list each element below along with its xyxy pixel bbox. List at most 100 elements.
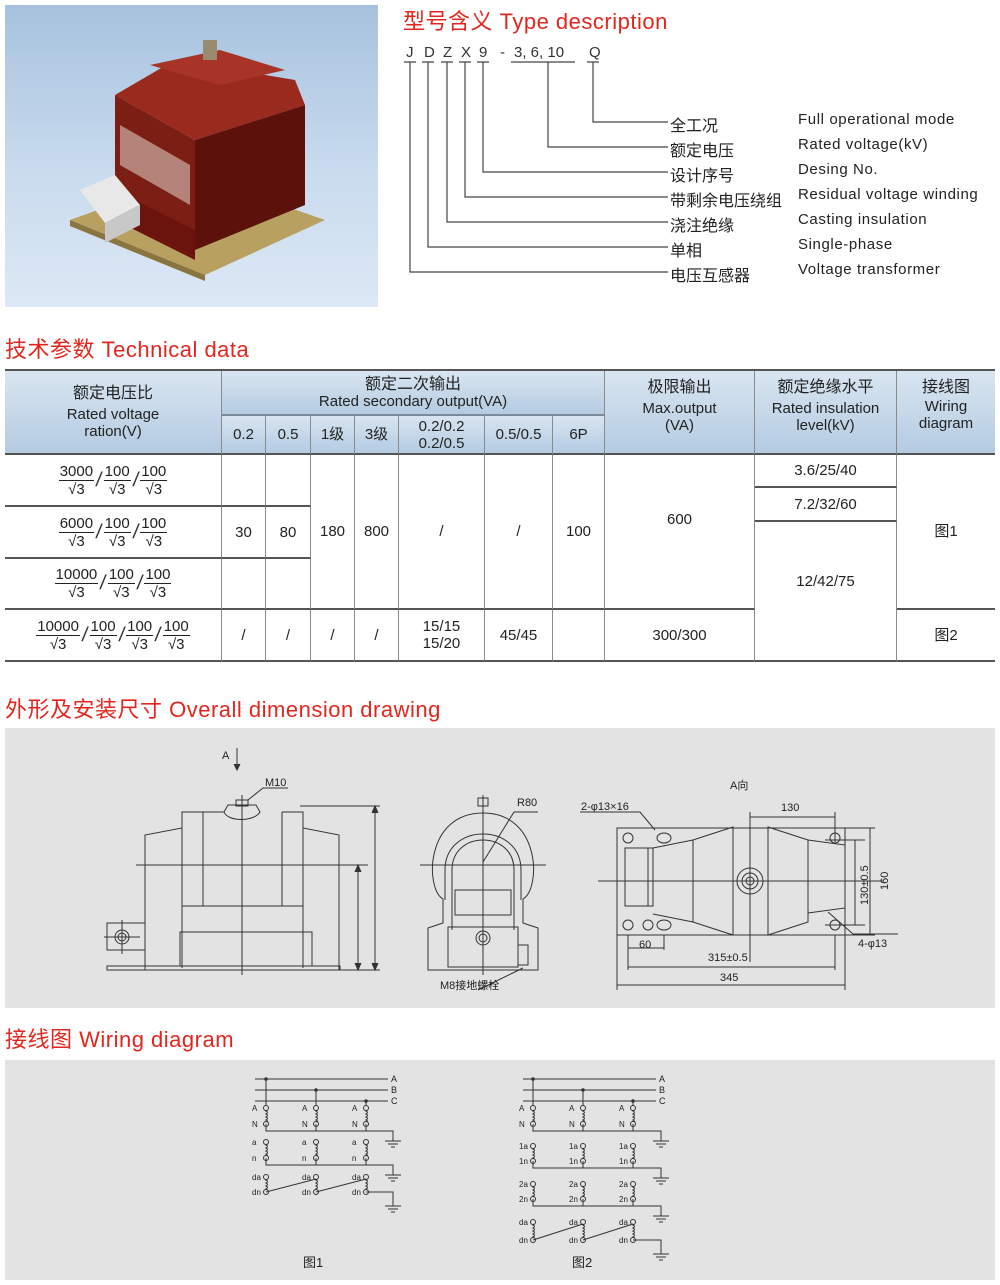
terminal-label: 1a <box>569 1142 578 1151</box>
neutral-line <box>265 1158 394 1169</box>
label-dim-345: 345 <box>720 972 738 984</box>
header-en: Wiring <box>924 398 968 415</box>
numerator: 3000 <box>58 462 95 481</box>
junction-dot <box>314 1088 318 1092</box>
wiring-heading: 接线图 Wiring diagram <box>5 1027 235 1052</box>
terminal-label: A <box>252 1104 258 1113</box>
terminal <box>263 1139 269 1145</box>
terminal-label: 2n <box>519 1195 528 1204</box>
header-max-output: 极限输出 Max.output (VA) <box>605 371 755 455</box>
terminal <box>580 1105 586 1111</box>
ratio-separator: / <box>80 623 90 646</box>
denominator: √3 <box>113 584 130 601</box>
label-holes: 4-φ13 <box>858 938 887 950</box>
meaning-zh: 全工况 <box>670 118 719 135</box>
denominator: √3 <box>131 635 148 653</box>
header-zh: 额定绝缘水平 <box>777 379 874 396</box>
terminal-label: dn <box>302 1188 311 1197</box>
cell-r4-0-5-dual: 45/45 <box>485 610 553 662</box>
numerator: 6000 <box>58 514 95 533</box>
fraction: 100√3 <box>140 463 168 498</box>
side-view <box>420 795 546 991</box>
header-class-text: 0.2/0.5 <box>418 434 465 452</box>
label-view-a-arrow: A <box>222 750 230 762</box>
front-view <box>104 748 380 975</box>
header-class-6p: 6P <box>553 415 605 455</box>
header-en: Rated insulation <box>771 400 880 417</box>
header-rated-voltage-ratio: 额定电压比 Rated voltage ration(V) <box>5 371 222 455</box>
cell-r4-0-2-dual: 15/15 15/20 <box>399 610 485 662</box>
terminal <box>363 1174 369 1180</box>
numerator: 100 <box>140 514 168 533</box>
terminal-label: N <box>519 1120 525 1129</box>
denominator: √3 <box>145 532 163 550</box>
terminal-label: 1a <box>619 1142 628 1151</box>
caption-fig1: 图1 <box>303 1255 323 1270</box>
type-code-letter: Q <box>589 44 601 61</box>
fraction-ratio: 10000√3/100√3/100√3/100√3 <box>36 618 190 653</box>
cell-wiring-1: 图1 <box>897 455 995 610</box>
type-code-leader-lines <box>404 61 668 273</box>
type-code-letter: D <box>424 44 435 61</box>
label-m8-ground-bolt: M8接地螺栓 <box>440 978 499 992</box>
terminal-label: 1n <box>569 1157 578 1166</box>
header-zh: 额定二次输出 <box>364 375 461 393</box>
terminal-label: N <box>252 1120 258 1129</box>
terminal <box>580 1181 586 1187</box>
header-en: level(kV) <box>796 417 855 434</box>
dimension-heading: 外形及安装尺寸 Overall dimension drawing <box>5 697 441 722</box>
bus-label-b: B <box>659 1085 665 1095</box>
meaning-zh: 单相 <box>670 243 703 260</box>
header-rated-secondary-output: 额定二次输出 Rated secondary output(VA) <box>222 371 605 415</box>
fraction-ratio: 6000√3/100√3/100√3 <box>58 514 168 550</box>
terminal <box>630 1143 636 1149</box>
bus-label-c: C <box>659 1096 666 1106</box>
numerator: 100 <box>103 514 131 533</box>
fraction: 100√3 <box>103 514 131 550</box>
junction-dot <box>531 1077 535 1081</box>
header-zh: 极限输出 <box>647 379 712 396</box>
header-class-0-5: 0.5 <box>266 415 311 455</box>
terminal-label: n <box>302 1154 306 1163</box>
label-dim-315: 315±0.5 <box>708 952 748 964</box>
product-photo <box>5 5 378 307</box>
cell-voltage-ratio: 6000√3/100√3/100√3 <box>5 507 222 559</box>
label-dim-130: 130 <box>781 802 799 814</box>
type-description-heading: 型号含义 Type description <box>403 9 668 34</box>
meaning-en: Single-phase <box>798 236 893 253</box>
header-class-0-2-dual: 0.2/0.2 0.2/0.5 <box>399 415 485 455</box>
open-delta-line <box>532 1223 662 1248</box>
fraction: 100√3 <box>162 618 190 653</box>
neutral-line <box>532 1161 662 1172</box>
header-zh: 额定电压比 <box>72 384 153 402</box>
ratio-separator: / <box>153 623 163 646</box>
numerator: 100 <box>89 617 117 636</box>
terminal-label: n <box>352 1154 356 1163</box>
meaning-en: Rated voltage(kV) <box>798 136 929 153</box>
wiring-diagram-panel <box>5 1060 995 1280</box>
fraction: 100√3 <box>126 618 154 653</box>
cell-insulation-2: 7.2/32/60 <box>755 488 897 522</box>
dimension-drawings: A M10 R80 M8接地螺栓 A向 2-φ13×16 130 130±0.5… <box>104 748 898 992</box>
top-view <box>580 811 898 990</box>
open-delta-line <box>265 1178 394 1200</box>
numerator: 10000 <box>54 566 99 584</box>
cell-voltage-ratio: 3000√3/100√3/100√3 <box>5 455 222 507</box>
terminal-label: A <box>302 1104 308 1113</box>
meaning-en: Desing No. <box>798 161 879 178</box>
denominator: √3 <box>167 635 185 653</box>
numerator: 100 <box>107 566 135 584</box>
terminal-label: da <box>252 1173 261 1182</box>
label-dim-160: 160 <box>879 872 891 890</box>
header-class-0-5-dual: 0.5/0.5 <box>485 415 553 455</box>
bus-label-c: C <box>391 1096 398 1106</box>
cell-empty <box>222 455 266 507</box>
cell-6p: 100 <box>553 455 605 610</box>
wiring-fig2 <box>523 1077 669 1261</box>
terminal <box>530 1219 536 1225</box>
meaning-en: Casting insulation <box>798 211 928 228</box>
neutral-line <box>265 1124 394 1135</box>
fraction: 3000√3 <box>58 462 95 498</box>
terminal <box>313 1174 319 1180</box>
cell-insulation-3: 12/42/75 <box>755 522 897 662</box>
